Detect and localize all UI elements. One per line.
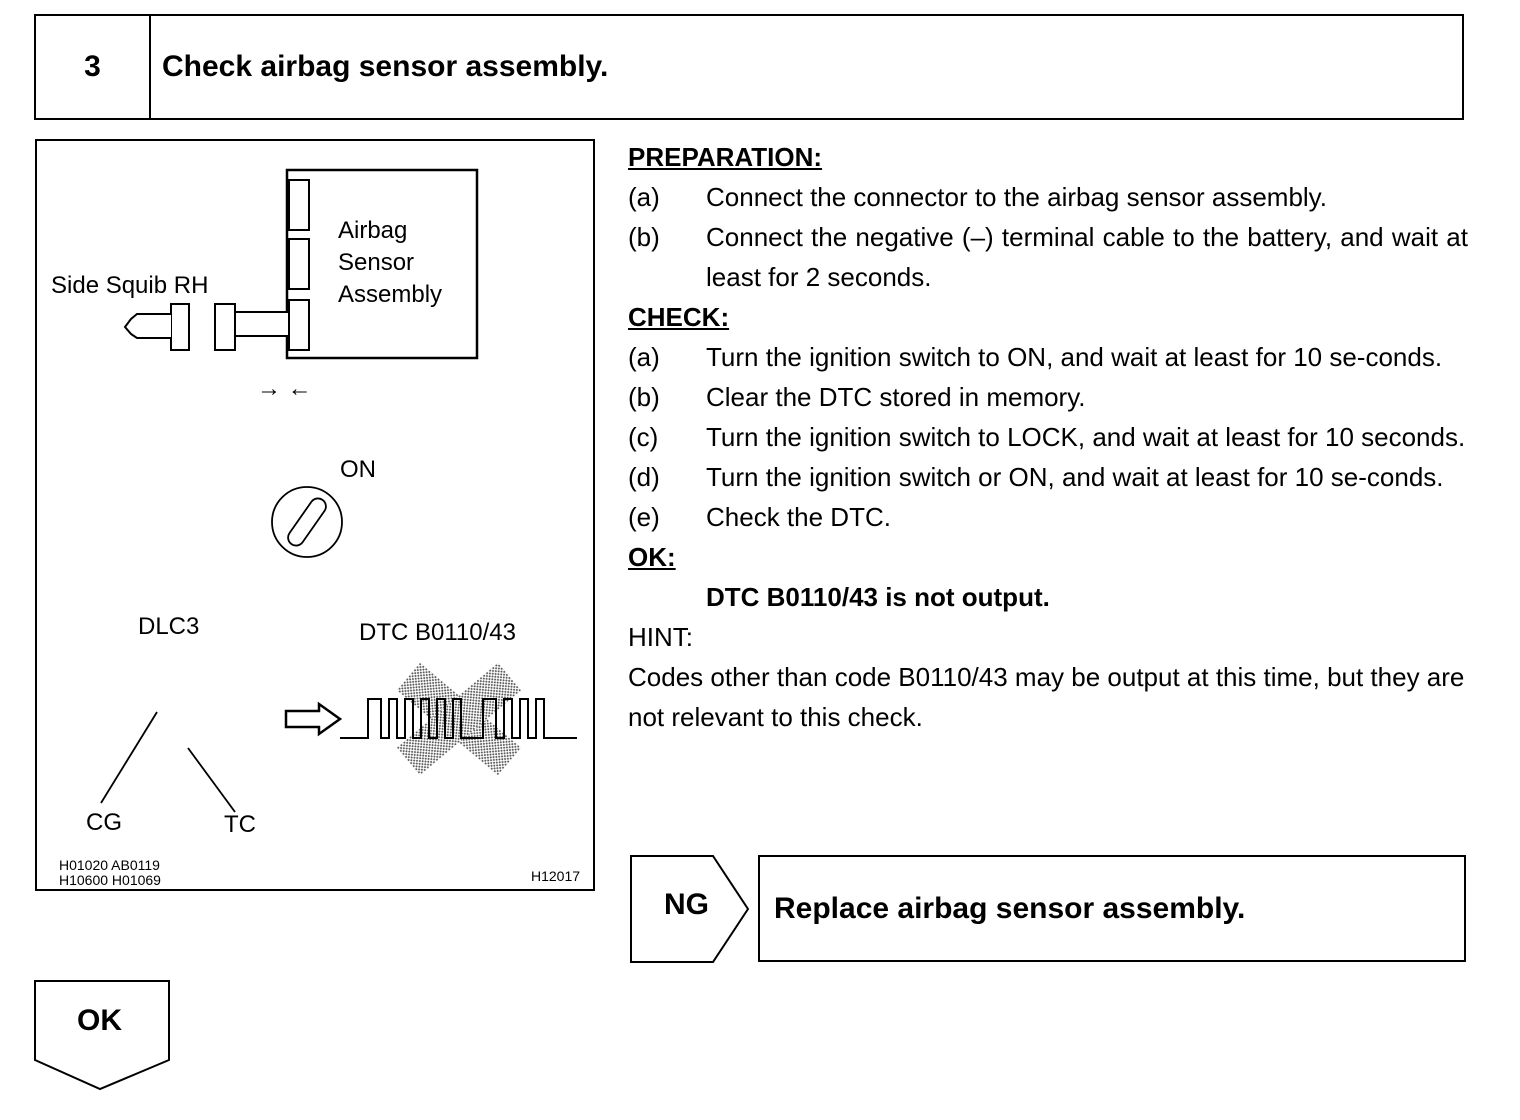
ignition-on-label: ON	[340, 456, 376, 483]
item-text: Clear the DTC stored in memory.	[706, 382, 1086, 412]
hint-heading: HINT:	[628, 622, 693, 652]
ng-action-box: Replace airbag sensor assembly.	[758, 855, 1466, 962]
list-item: (e) Check the DTC.	[628, 497, 1468, 537]
item-text: Turn the ignition switch to LOCK, and wa…	[706, 422, 1466, 452]
airbag-sensor-box	[285, 168, 479, 360]
item-text: Turn the ignition switch to ON, and wait…	[706, 342, 1443, 372]
diagram-drawing	[100, 168, 577, 813]
instructions: PREPARATION: (a) Connect the connector t…	[628, 137, 1468, 737]
list-item: (b) Connect the negative (–) terminal ca…	[628, 217, 1468, 297]
figure-code-right: H12017	[531, 868, 581, 884]
list-item: (c) Turn the ignition switch to LOCK, an…	[628, 417, 1468, 457]
preparation-heading: PREPARATION:	[628, 142, 823, 172]
tc-label: TC	[224, 811, 256, 838]
item-label: (a)	[628, 182, 660, 212]
item-label: (b)	[628, 222, 660, 252]
item-text: Connect the connector to the airbag sens…	[706, 182, 1327, 212]
connector	[123, 303, 290, 351]
item-label: (c)	[628, 422, 659, 452]
dtc-label: DTC B0110/43	[359, 619, 516, 646]
dlc3-label: DLC3	[138, 613, 200, 640]
item-label: (d)	[628, 462, 660, 492]
list-item: (b) Clear the DTC stored in memory.	[628, 377, 1468, 417]
sensor-label-line3: Assembly	[338, 281, 443, 308]
ng-tag-shape	[630, 855, 750, 963]
ok-result: DTC B0110/43 is not output.	[706, 582, 1050, 612]
dtc-waveform	[340, 662, 577, 776]
ng-action-text: Replace airbag sensor assembly.	[774, 891, 1246, 925]
sensor-label-line2: Sensor	[338, 249, 415, 276]
ok-label: OK	[77, 1004, 122, 1037]
list-item: (a) Connect the connector to the airbag …	[628, 177, 1468, 217]
ignition-switch-icon	[271, 486, 343, 558]
ng-label: NG	[664, 888, 709, 921]
output-arrow-icon	[284, 701, 343, 737]
step-number: 3	[36, 16, 151, 118]
figure-code-left-1: H01020 AB0119	[59, 857, 160, 873]
cg-label: CG	[86, 809, 122, 836]
item-label: (a)	[628, 342, 660, 372]
item-text: Check the DTC.	[706, 502, 891, 532]
ok-heading: OK:	[628, 542, 676, 572]
item-text: Connect the negative (–) terminal cable …	[706, 222, 1468, 292]
item-label: (e)	[628, 502, 660, 532]
list-item: (a) Turn the ignition switch to ON, and …	[628, 337, 1468, 377]
sensor-label-line1: Airbag	[338, 217, 408, 244]
figure-code-left-2: H10600 H01069	[59, 872, 161, 888]
check-heading: CHECK:	[628, 302, 730, 332]
step-header: 3 Check airbag sensor assembly.	[34, 14, 1464, 120]
side-squib-label: Side Squib RH	[51, 272, 209, 299]
dlc3-leads	[100, 711, 236, 813]
hint-text: Codes other than code B0110/43 may be ou…	[628, 662, 1465, 732]
diagram-figure: Side Squib RH Airbag Sensor Assembly → ←…	[35, 139, 595, 891]
item-label: (b)	[628, 382, 660, 412]
item-text: Turn the ignition switch or ON, and wait…	[706, 462, 1444, 492]
step-title: Check airbag sensor assembly.	[162, 50, 609, 83]
connect-arrows-label: → ←	[257, 375, 312, 402]
ok-tag-shape	[34, 980, 170, 1091]
list-item: (d) Turn the ignition switch or ON, and …	[628, 457, 1468, 497]
